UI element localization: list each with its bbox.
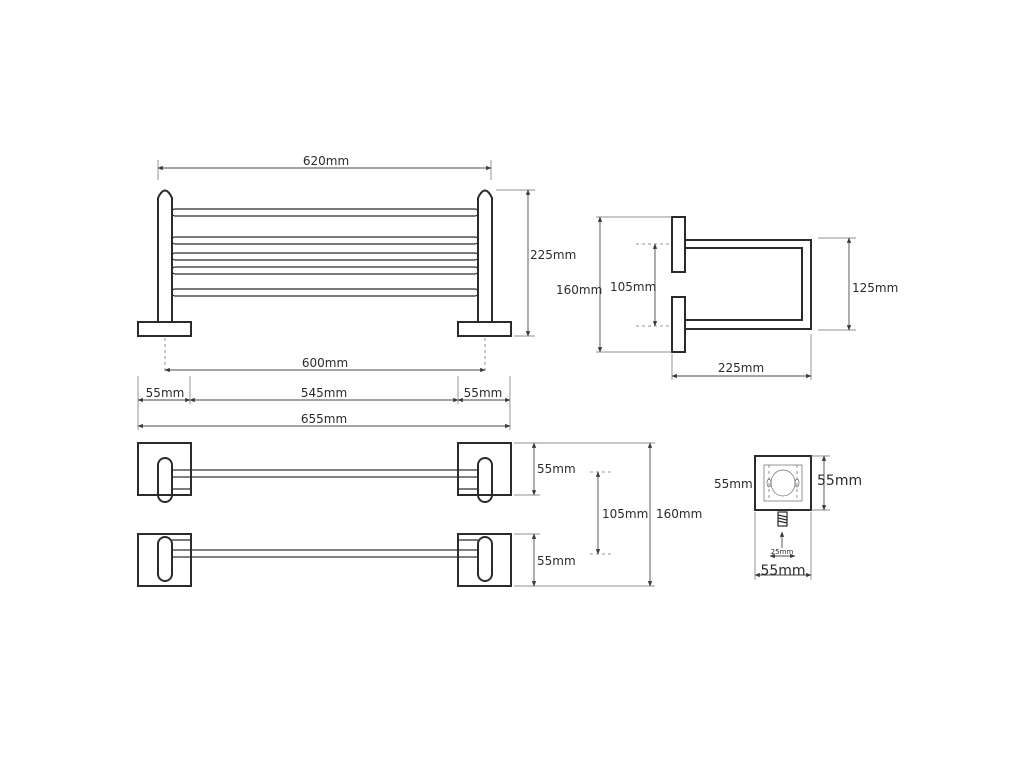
top-post-bl — [157, 536, 173, 582]
top-bar-upper — [171, 469, 479, 478]
left-post — [157, 189, 173, 322]
detail-plate — [754, 455, 812, 511]
dim-plate-width-right: 55mm — [817, 473, 862, 489]
dim-side-depth-height: 125mm — [852, 281, 898, 295]
dim-top-plate-upper: 55mm — [537, 462, 576, 476]
dim-top-plate-lower: 55mm — [537, 554, 576, 568]
detail-plate-inner — [763, 464, 803, 502]
side-view: 160mm 105mm 125mm 225mm — [556, 216, 898, 380]
top-plate-tl — [137, 442, 192, 496]
dim-plate-width-bottom: 55mm — [760, 563, 805, 579]
top-plate-bl — [137, 533, 192, 587]
top-post-tr — [477, 457, 493, 503]
dim-side-width: 225mm — [718, 361, 764, 375]
left-base-plate — [137, 321, 192, 337]
detail-hole — [770, 469, 796, 497]
top-view: 55mm 55mm 105mm 160mm — [137, 442, 702, 587]
dim-screw-offset: 25mm — [771, 548, 794, 556]
dim-front-inner-width: 600mm — [302, 356, 348, 370]
dim-overall-width: 655mm — [301, 412, 347, 426]
dim-plate-height: 55mm — [714, 477, 753, 491]
front-bars — [171, 208, 479, 297]
top-post-tl — [157, 457, 173, 503]
dim-base-right: 55mm — [464, 386, 503, 400]
top-plate-br — [457, 533, 512, 587]
dim-top-total-depth: 160mm — [656, 507, 702, 521]
top-plate-tr — [457, 442, 512, 496]
dim-front-height: 225mm — [530, 248, 576, 262]
plate-detail: 55mm 55mm 25mm 55mm — [714, 455, 862, 580]
dim-side-height-total: 160mm — [556, 283, 602, 297]
right-base-plate — [457, 321, 512, 337]
top-post-br — [477, 536, 493, 582]
top-bar-lower — [171, 549, 479, 558]
right-post — [477, 189, 493, 322]
dim-side-inner-height: 105mm — [610, 280, 656, 294]
front-view: 620mm 225mm 600mm 55mm 545mm 55mm 655mm — [137, 154, 576, 430]
dim-base-middle: 545mm — [301, 386, 347, 400]
screw-icon — [777, 511, 788, 527]
dim-top-inner-spacing: 105mm — [602, 507, 648, 521]
side-bracket — [685, 239, 812, 330]
side-lower-plate — [671, 296, 686, 353]
side-upper-plate — [671, 216, 686, 273]
dim-front-width-total: 620mm — [303, 154, 349, 168]
dim-base-left: 55mm — [146, 386, 185, 400]
